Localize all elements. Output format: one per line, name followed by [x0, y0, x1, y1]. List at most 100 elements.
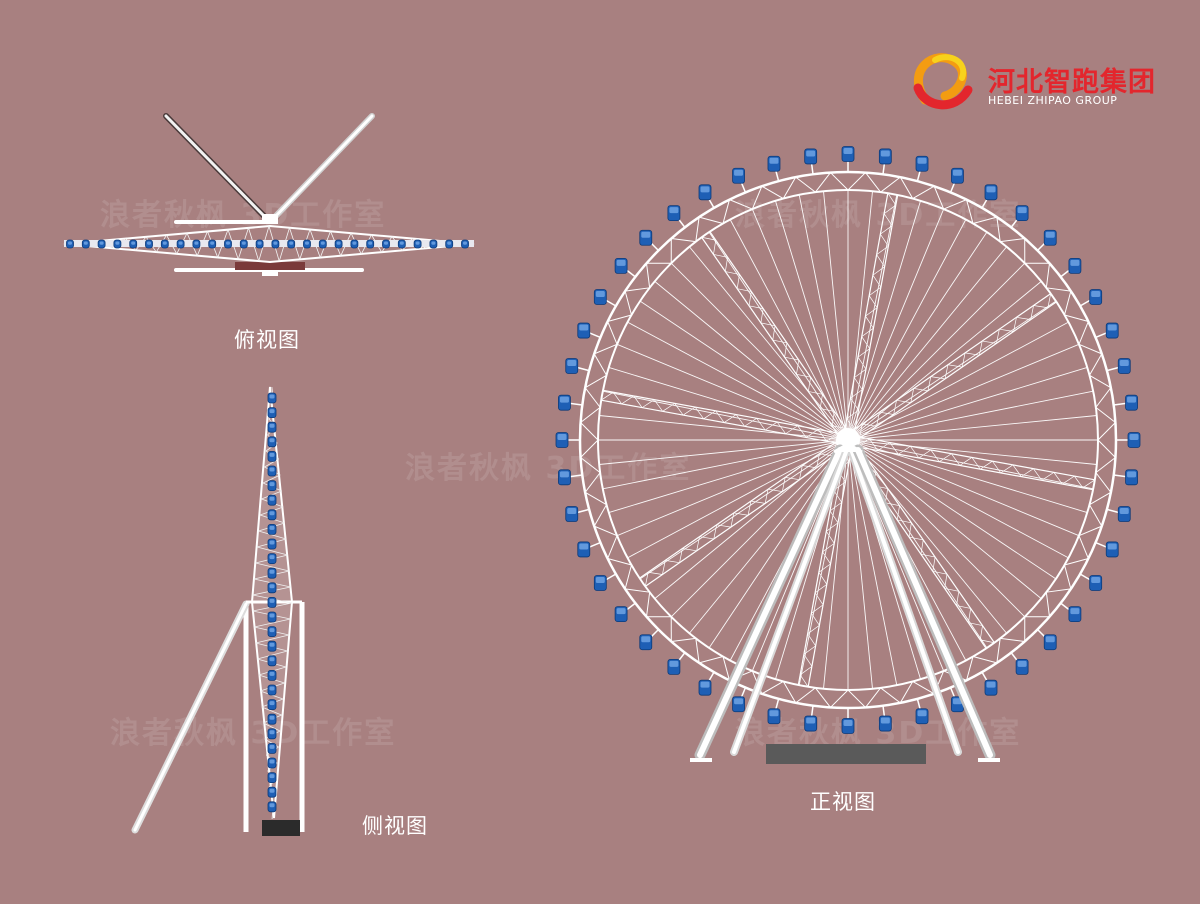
front-cabin [767, 155, 781, 172]
radial-truss [844, 293, 1057, 445]
side-cabin [267, 757, 277, 769]
front-cabin [1125, 394, 1138, 411]
side-cabin [267, 743, 277, 754]
top-cabin [208, 239, 217, 249]
front-cabin [732, 696, 745, 713]
side-cabin [267, 801, 277, 813]
watermark-2: 浪者秋枫 3D工作室 [735, 198, 1022, 233]
front-cabin [639, 229, 653, 246]
front-cabin [841, 718, 855, 734]
top-cabin [445, 239, 454, 249]
front-cabin [1127, 432, 1141, 448]
top-cabin [192, 239, 201, 249]
front-cabin [1117, 358, 1131, 374]
top-cabin [255, 239, 264, 249]
front-cabin [614, 257, 628, 274]
top-cabin [382, 239, 390, 249]
side-cabin [267, 597, 277, 608]
top-cabin [413, 239, 422, 249]
front-cabin [667, 205, 681, 222]
front-cabin [915, 155, 929, 172]
front-cabin [565, 358, 579, 374]
side-cabin [267, 436, 277, 448]
side-cabin [267, 684, 277, 696]
front-cabin [555, 432, 569, 448]
side-cabin [267, 450, 277, 462]
side-cabin [267, 553, 277, 564]
logo-mark-icon [913, 53, 973, 110]
front-cabin [558, 394, 571, 411]
side-cabin [267, 494, 277, 506]
front-cabin [698, 184, 712, 201]
front-cabin [841, 146, 855, 162]
side-cabin [267, 670, 277, 681]
side-cabin [267, 465, 277, 477]
top-cabin [350, 239, 359, 249]
base-platform [766, 744, 926, 764]
watermark-3: 浪者秋枫 3D工作室 [405, 451, 692, 486]
side-cabin [267, 582, 277, 594]
front-cabin [1105, 541, 1119, 558]
front-cabin [984, 679, 998, 696]
side-cabin [267, 611, 277, 623]
front-cabin [1015, 658, 1029, 675]
radial-truss [639, 435, 852, 587]
front-cabin [804, 715, 818, 732]
front-cabin [639, 634, 653, 651]
front-cabin [614, 606, 628, 623]
front-cabin [1043, 634, 1057, 651]
front-cabin [984, 184, 998, 201]
top-cabin [429, 239, 438, 249]
radial-truss [842, 192, 899, 442]
side-view-drawing [131, 386, 305, 836]
top-view-drawing [63, 113, 475, 276]
top-cabin [461, 239, 469, 249]
front-cabin [804, 148, 818, 165]
front-cabin [1105, 322, 1119, 339]
front-cabin [732, 167, 745, 184]
front-cabin [878, 148, 892, 165]
top-cabin [129, 239, 138, 249]
side-cabin [267, 699, 277, 710]
front-cabin [1125, 469, 1138, 486]
top-cabin [239, 239, 248, 249]
front-cabin [667, 658, 681, 675]
front-cabin [593, 575, 607, 591]
front-cabin [698, 679, 712, 696]
front-cabin [1117, 506, 1131, 522]
front-view-drawing [555, 146, 1141, 764]
front-cabin [593, 289, 607, 305]
front-cabin [1043, 229, 1057, 246]
top-cabin [318, 239, 327, 249]
side-cabin [267, 713, 277, 725]
side-cabin [267, 407, 277, 419]
side-cabin [267, 392, 277, 404]
side-cabin [267, 524, 277, 535]
top-cabin [113, 239, 122, 249]
top-cabin [366, 239, 375, 249]
side-view-label: 侧视图 [362, 814, 428, 838]
watermark-4: 浪者秋枫 3D工作室 [110, 716, 397, 751]
top-cabin [334, 239, 343, 249]
logo-name-cn: 河北智跑集团 [988, 67, 1156, 98]
side-cabin [267, 480, 277, 492]
top-cabin [397, 239, 406, 249]
front-cabin [951, 167, 964, 184]
front-cabin [577, 322, 591, 339]
top-cabin [224, 239, 232, 249]
front-cabin [878, 715, 892, 732]
front-cabin [1089, 575, 1103, 591]
side-cabin [267, 728, 277, 740]
front-cabin [1089, 289, 1103, 305]
front-cabin [1068, 257, 1082, 274]
front-cabin [915, 708, 929, 725]
front-view-label: 正视图 [810, 790, 876, 814]
top-cabin [176, 239, 185, 249]
side-cabin [267, 640, 277, 652]
front-cabin [1068, 606, 1082, 623]
top-cabin [160, 239, 169, 249]
top-cabin [303, 239, 311, 249]
logo-name-en: HEBEI ZHIPAO GROUP [988, 94, 1118, 107]
top-cabin [66, 239, 74, 249]
